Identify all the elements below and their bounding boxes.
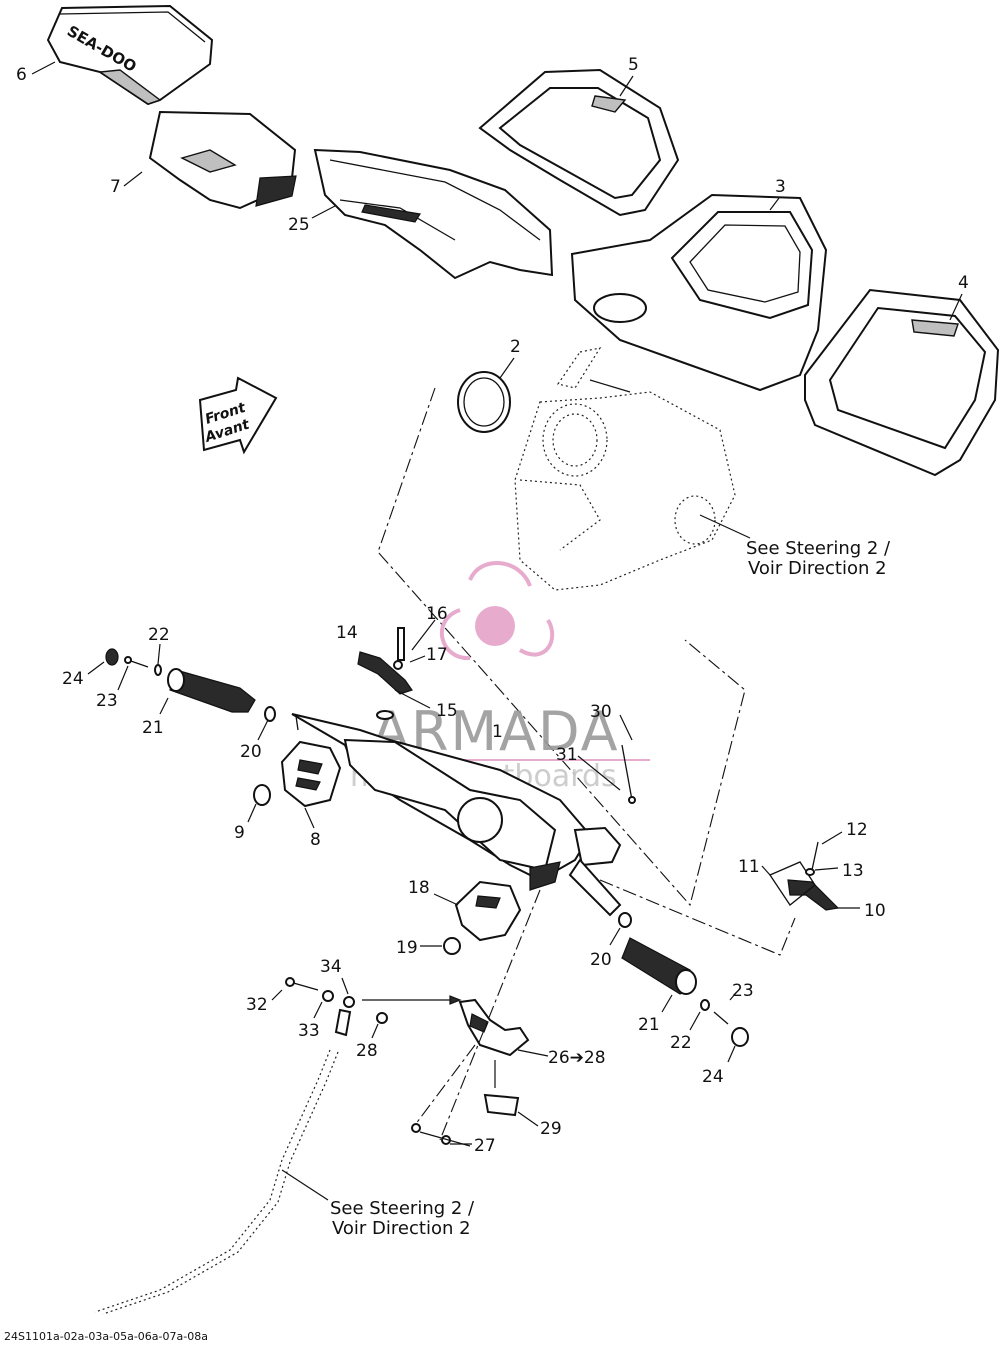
callout-8: 8 (310, 830, 321, 850)
callout-22: 22 (148, 625, 170, 645)
part-13-nut (805, 867, 839, 876)
part-22-washer (154, 643, 162, 676)
note-leader-upper (699, 514, 751, 539)
callout-25: 25 (288, 215, 310, 235)
callout-3: 3 (775, 177, 786, 197)
part-24-end-cap-right (727, 1027, 749, 1063)
note-lower-line1: See Steering 2 / (330, 1198, 475, 1219)
part-12-screw (811, 831, 843, 871)
callout-24-right: 24 (702, 1067, 724, 1087)
part-18-switch-housing (433, 880, 522, 942)
callout-18: 18 (408, 878, 430, 898)
callout-4: 4 (958, 273, 969, 293)
callout-23: 23 (96, 691, 118, 711)
callout-13: 13 (842, 861, 864, 881)
part-11-bracket (761, 861, 816, 906)
callout-12: 12 (846, 820, 868, 840)
clamp-reference-line (439, 889, 541, 1141)
part-19-ring (420, 937, 461, 955)
callout-29: 29 (540, 1119, 562, 1139)
part-8-switch-housing (280, 740, 342, 829)
callout-11: 11 (738, 857, 760, 877)
right-reference-line (599, 879, 796, 956)
part-24-end-cap (87, 648, 119, 675)
callout-34: 34 (320, 957, 342, 977)
callout-21-right: 21 (638, 1015, 660, 1035)
part-28-nut (371, 1012, 388, 1039)
part-23-screw (117, 656, 149, 691)
front-arrow-icon: Front Avant (198, 376, 278, 455)
part-3-console (570, 193, 828, 392)
part-32-bolt (271, 977, 319, 1001)
note-lower-line2: Voir Direction 2 (332, 1218, 471, 1239)
steering-assembly-reference (514, 347, 736, 591)
clamp-reference-line-2 (414, 1044, 476, 1126)
callout-19: 19 (396, 938, 418, 958)
callout-27: 27 (474, 1136, 496, 1156)
callout-9: 9 (234, 823, 245, 843)
callout-5: 5 (628, 55, 639, 75)
propeller-logo-icon (475, 606, 515, 646)
callout-24: 24 (62, 669, 84, 689)
callout-30: 30 (590, 702, 612, 722)
callout-1: 1 (492, 722, 503, 742)
callout-31: 31 (556, 745, 578, 765)
callout-14: 14 (336, 623, 358, 643)
part-6-top-cover: SEA-DOO (46, 4, 214, 106)
callout-20: 20 (240, 742, 262, 762)
callout-10: 10 (864, 901, 886, 921)
callout-26-28: 26➔28 (548, 1048, 606, 1068)
part-9-ring (247, 784, 271, 823)
part-29-bracket (483, 1060, 539, 1127)
callout-33: 33 (298, 1021, 320, 1041)
part-5-bezel (478, 68, 680, 217)
part-31-washer (577, 755, 636, 804)
callout-2: 2 (510, 337, 521, 357)
callout-6: 6 (16, 65, 27, 85)
callout-22-right: 22 (670, 1033, 692, 1053)
part-2-ring (457, 371, 511, 433)
part-7-cover (148, 110, 297, 210)
note-upper-line1: See Steering 2 / (746, 538, 891, 559)
upper-reference-box (377, 387, 746, 907)
part-22-washer-right (689, 999, 710, 1031)
throttle-cable (94, 1049, 339, 1315)
part-21-left-grip (159, 668, 256, 715)
part-21-right-grip (621, 937, 697, 1013)
callout-7: 7 (110, 177, 121, 197)
drawing-code: 24S1101a-02a-03a-05a-06a-07a-08a (4, 1330, 208, 1343)
part-26-clamp (458, 998, 549, 1057)
part-14-lever (357, 619, 436, 720)
part-25-housing (313, 148, 554, 280)
part-20-washer-right (609, 912, 632, 946)
callout-21: 21 (142, 718, 164, 738)
callout-16: 16 (426, 604, 448, 624)
part-10-lever (787, 879, 860, 911)
part-34-ball-joint (334, 977, 355, 1037)
part-27-screws (411, 1123, 472, 1147)
note-upper-line2: Voir Direction 2 (748, 558, 887, 579)
callout-20-right: 20 (590, 950, 612, 970)
arrowhead (449, 995, 462, 1005)
part-4-frame (804, 288, 1000, 477)
part-30-bolt (619, 714, 633, 801)
part-1-handlebar (291, 713, 622, 917)
part-33-washer (313, 990, 334, 1019)
callout-32: 32 (246, 995, 268, 1015)
part-23-screw-right (713, 993, 736, 1025)
callout-15: 15 (436, 701, 458, 721)
part-20-washer-left (257, 706, 276, 741)
callout-23-right: 23 (732, 981, 754, 1001)
callout-28: 28 (356, 1041, 378, 1061)
callout-17: 17 (426, 645, 448, 665)
